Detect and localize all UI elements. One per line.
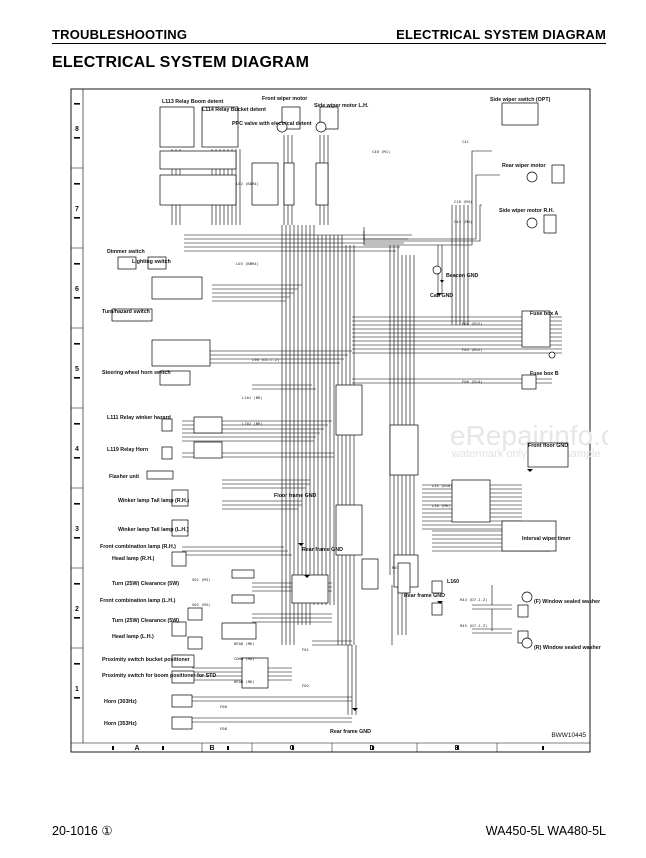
label-rear-wiper-motor: Rear wiper motor xyxy=(502,163,546,169)
label-fuse-box-b: Fuse box B xyxy=(530,371,559,377)
label-ppc: PPC valve with electrical detent xyxy=(232,121,312,127)
svg-text:F04 (B12): F04 (B12) xyxy=(462,321,483,326)
grid-row-7: 7 xyxy=(75,206,79,213)
label-side-wiper-switch: Side wiper switch (OPT) xyxy=(490,97,551,103)
svg-text:L03 (BBR4): L03 (BBR4) xyxy=(236,261,259,266)
svg-text:F06: F06 xyxy=(220,704,228,709)
label-l160: L160 xyxy=(447,579,459,585)
label-rear-washer: (R) Window sealed washer xyxy=(534,645,601,651)
label-l114: L114 Relay Bucket detent xyxy=(202,107,266,113)
grid-col-e: E xyxy=(455,745,460,752)
grid-row-1: 1 xyxy=(75,686,79,693)
header-section-title: TROUBLESHOOTING xyxy=(52,27,188,42)
page-number: 20-1016 ① xyxy=(52,824,113,838)
label-turn-hazard-switch: Turn/hazard switch xyxy=(102,309,150,315)
svg-text:F01: F01 xyxy=(302,647,310,652)
label-rear-frame-gnd2: Rear frame GND xyxy=(404,593,445,599)
svg-text:L102 (BR): L102 (BR) xyxy=(242,421,263,426)
svg-text:F06 (B14): F06 (B14) xyxy=(462,379,483,384)
label-interval-timer: Interval wiper timer xyxy=(522,536,571,542)
header-rule xyxy=(52,43,606,44)
watermark-note: watermark only on this sample xyxy=(451,448,601,460)
label-side-wiper-lh: Side wiper motor L.H. xyxy=(314,103,369,109)
grid-col-d: D xyxy=(369,745,374,752)
svg-text:C44 (M4): C44 (M4) xyxy=(454,219,472,224)
label-dimmer-switch: Dimmer switch xyxy=(107,249,145,255)
label-horn-low: Horn (303Hz) xyxy=(104,699,137,705)
grid-row-4: 4 xyxy=(75,446,79,453)
svg-text:S02 (M3): S02 (M3) xyxy=(192,602,210,607)
grid-col-b: B xyxy=(209,745,214,752)
label-front-washer: (F) Window sealed washer xyxy=(534,599,600,605)
grid-col-c: C xyxy=(289,745,294,752)
label-turn-clearance-1: Turn (25W) Clearance (5W) xyxy=(112,581,179,587)
svg-text:HEAD (M6): HEAD (M6) xyxy=(234,641,255,646)
label-head-lamp-lh: Head lamp (L.H.) xyxy=(112,634,154,640)
label-front-floor: Front floor GND xyxy=(528,443,568,449)
label-beacon: Beacon GND xyxy=(446,273,479,279)
grid-row-3: 3 xyxy=(75,526,79,533)
label-horn-high: Horn (353Hz) xyxy=(104,721,137,727)
label-l113: L113 Relay Boom detent xyxy=(162,99,223,105)
grid-row-2: 2 xyxy=(75,606,79,613)
svg-text:L31 (D1D): L31 (D1D) xyxy=(432,483,453,488)
svg-text:C40 (M1): C40 (M1) xyxy=(372,149,390,154)
label-rear-frame-gnd: Rear frame GND xyxy=(302,547,343,553)
wiring-diagram: 8 7 6 5 4 3 2 1 A B C D E eRepairinfo.co… xyxy=(52,85,646,755)
label-steering-horn-switch: Steering wheel horn switch xyxy=(102,370,171,376)
svg-text:F08: F08 xyxy=(220,726,228,731)
grid-row-8: 8 xyxy=(75,126,79,133)
wiring-diagram-svg: 8 7 6 5 4 3 2 1 A B C D E eRepairinfo.co… xyxy=(70,88,646,753)
svg-text:F02: F02 xyxy=(302,683,309,688)
model-number: WA450-5L WA480-5L xyxy=(485,824,606,838)
grid-row-5: 5 xyxy=(75,366,79,373)
label-turn-clearance-2: Turn (25W) Clearance (5W) xyxy=(112,618,179,624)
header-page-title: ELECTRICAL SYSTEM DIAGRAM xyxy=(396,27,606,42)
page-title: ELECTRICAL SYSTEM DIAGRAM xyxy=(52,54,310,71)
label-front-wiper-motor: Front wiper motor xyxy=(262,96,307,102)
label-rear-frame-gnd3: Rear frame GND xyxy=(330,729,371,735)
label-fuse-box-a: Fuse box A xyxy=(530,311,559,317)
svg-text:L90 (D1-C-2): L90 (D1-C-2) xyxy=(252,357,279,362)
diagram-ref-code: BWW10445 xyxy=(551,732,586,739)
label-front-comb-rh: Front combination lamp (R.H.) xyxy=(100,544,176,550)
label-winker-tail-lh: Winker lamp Tail lamp (L.H.) xyxy=(118,527,189,533)
svg-text:R44 (D7-1-Z): R44 (D7-1-Z) xyxy=(460,597,487,602)
label-l119: L119 Relay Horn xyxy=(107,447,148,453)
label-head-lamp-rh: Head lamp (R.H.) xyxy=(112,556,155,562)
label-prox-bucket: Proximity switch bucket positioner xyxy=(102,657,190,663)
label-floor-frame-gnd: Floor frame GND xyxy=(274,493,317,499)
svg-text:F03 (B12): F03 (B12) xyxy=(462,347,483,352)
label-l111: L111 Relay winker hazard xyxy=(107,415,171,421)
label-front-comb-lh: Front combination lamp (L.H.) xyxy=(100,598,176,604)
svg-text:HEAD (M6): HEAD (M6) xyxy=(234,679,255,684)
svg-text:COMB (M8): COMB (M8) xyxy=(234,656,255,661)
svg-text:S01 (M3): S01 (M3) xyxy=(192,577,210,582)
label-cab-gnd: Cab GND xyxy=(430,293,453,299)
grid-col-a: A xyxy=(134,745,139,752)
svg-text:L101 (BR): L101 (BR) xyxy=(242,395,263,400)
svg-text:C10 (M4): C10 (M4) xyxy=(454,199,472,204)
svg-text:L30 (M6): L30 (M6) xyxy=(432,503,450,508)
label-lighting-switch: Lighting switch xyxy=(132,259,171,265)
svg-text:R01: R01 xyxy=(392,565,400,570)
label-prox-boom: Proximity switch for boom positioner for… xyxy=(102,673,216,679)
grid-row-6: 6 xyxy=(75,286,79,293)
svg-text:L02 (BDR4): L02 (BDR4) xyxy=(236,181,259,186)
svg-text:C41: C41 xyxy=(462,139,470,144)
label-flasher-unit: Flasher unit xyxy=(109,474,139,480)
label-winker-tail-rh: Winker lamp Tail lamp (R.H.) xyxy=(118,498,189,504)
svg-text:R45 (D7-1-Z): R45 (D7-1-Z) xyxy=(460,623,487,628)
label-side-wiper-rh: Side wiper motor R.H. xyxy=(499,208,555,214)
